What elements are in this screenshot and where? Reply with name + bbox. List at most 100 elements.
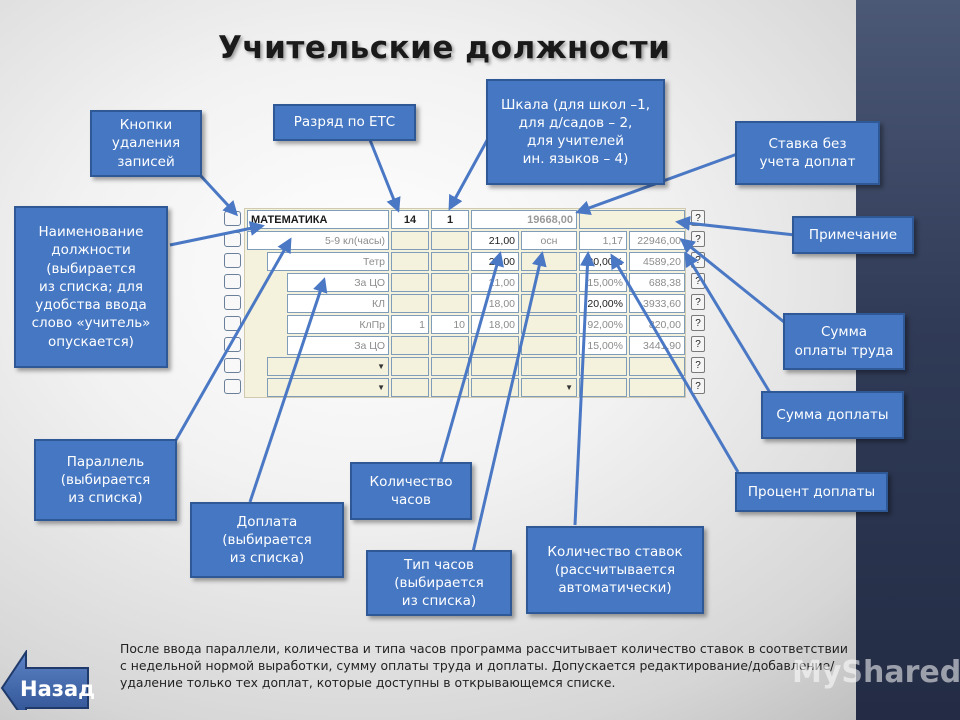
hours-field[interactable] bbox=[471, 357, 519, 376]
table-row: ▼ ▼ bbox=[245, 377, 687, 398]
col-2-field[interactable] bbox=[431, 294, 469, 313]
table-row: КЛ 18,00 20,00% 3933,60 bbox=[245, 293, 687, 314]
col-1-field[interactable]: 1 bbox=[391, 315, 429, 334]
note-button[interactable]: ? bbox=[691, 336, 705, 352]
back-button[interactable] bbox=[0, 650, 90, 710]
percent-field[interactable]: 92,00% bbox=[579, 315, 627, 334]
col-2-field[interactable] bbox=[431, 273, 469, 292]
base-salary-field[interactable]: 19668,00 bbox=[471, 210, 577, 229]
hours-field[interactable]: 21,00 bbox=[471, 273, 519, 292]
col-1-field[interactable] bbox=[391, 294, 429, 313]
percent-field[interactable]: 20,00% bbox=[579, 294, 627, 313]
ets-rank-field[interactable]: 14 bbox=[391, 210, 429, 229]
hours-type-dropdown[interactable]: ▼ bbox=[521, 378, 577, 397]
chevron-down-icon[interactable]: ▼ bbox=[377, 362, 385, 371]
percent-field[interactable] bbox=[579, 378, 627, 397]
hours-type-field[interactable] bbox=[521, 294, 577, 313]
col-2-field[interactable] bbox=[431, 357, 469, 376]
hours-field[interactable] bbox=[471, 378, 519, 397]
chevron-down-icon[interactable]: ▼ bbox=[565, 383, 573, 392]
scale-field[interactable]: 1 bbox=[431, 210, 469, 229]
table-row: ▼ bbox=[245, 356, 687, 377]
hours-type-field[interactable] bbox=[521, 315, 577, 334]
rates-field: 1,17 bbox=[579, 231, 627, 250]
col-1-field[interactable] bbox=[391, 252, 429, 271]
col-2-field[interactable] bbox=[431, 252, 469, 271]
col-2-field[interactable] bbox=[431, 378, 469, 397]
callout-bonus-type: Доплата (выбирается из списка) bbox=[190, 502, 344, 578]
note-button[interactable]: ? bbox=[691, 378, 705, 394]
col-1-field[interactable] bbox=[391, 336, 429, 355]
sum-field bbox=[629, 357, 685, 376]
col-1-field[interactable] bbox=[391, 273, 429, 292]
delete-checkbox[interactable] bbox=[224, 232, 241, 247]
hours-type-field[interactable] bbox=[521, 252, 577, 271]
bonus-name-field[interactable]: За ЦО bbox=[287, 273, 389, 292]
percent-field[interactable] bbox=[579, 357, 627, 376]
watermark-logo: MyShared bbox=[792, 655, 960, 690]
col-1-field[interactable] bbox=[391, 378, 429, 397]
bonus-name-field[interactable]: Тетр bbox=[267, 252, 389, 271]
hours-field[interactable] bbox=[471, 336, 519, 355]
table-row: За ЦО 15,00% 3441,90 bbox=[245, 335, 687, 356]
bonus-name-field[interactable]: За ЦО bbox=[287, 336, 389, 355]
new-parallel-dropdown[interactable]: ▼ bbox=[267, 378, 389, 397]
sum-field: 4589,20 bbox=[629, 252, 685, 271]
callout-bonus-percent: Процент доплаты bbox=[735, 472, 888, 512]
note-button[interactable]: ? bbox=[691, 273, 705, 289]
col-1-field[interactable] bbox=[391, 231, 429, 250]
hours-field[interactable]: 21,00 bbox=[471, 252, 519, 271]
table-row: 5-9 кл(часы) 21,00 осн 1,17 22946,00 bbox=[245, 230, 687, 251]
callout-base-rate: Ставка без учета доплат bbox=[735, 121, 880, 185]
hours-field[interactable]: 18,00 bbox=[471, 315, 519, 334]
callout-rates-count: Количество ставок (рассчитывается автома… bbox=[526, 526, 704, 614]
callout-parallel: Параллель (выбирается из списка) bbox=[34, 439, 177, 521]
col-2-field[interactable] bbox=[431, 231, 469, 250]
hours-field[interactable]: 21,00 bbox=[471, 231, 519, 250]
note-button[interactable]: ? bbox=[691, 231, 705, 247]
note-button[interactable]: ? bbox=[691, 210, 705, 226]
col-2-field[interactable]: 10 bbox=[431, 315, 469, 334]
callout-ets-rank: Разряд по ЕТС bbox=[273, 104, 416, 141]
delete-checkbox[interactable] bbox=[224, 295, 241, 310]
callout-delete-buttons: Кнопки удаления записей bbox=[90, 110, 202, 177]
bonus-name-field[interactable]: КлПр bbox=[287, 315, 389, 334]
hours-type-field[interactable] bbox=[521, 273, 577, 292]
delete-checkbox[interactable] bbox=[224, 316, 241, 331]
header-row: МАТЕМАТИКА 14 1 19668,00 bbox=[245, 209, 687, 230]
sum-field: 820,00 bbox=[629, 315, 685, 334]
hours-field[interactable]: 18,00 bbox=[471, 294, 519, 313]
callout-hours-type: Тип часов (выбирается из списка) bbox=[366, 550, 512, 616]
bonus-name-field[interactable]: 5-9 кл(часы) bbox=[247, 231, 389, 250]
table-row: За ЦО 21,00 15,00% 688,38 bbox=[245, 272, 687, 293]
col-1-field[interactable] bbox=[391, 357, 429, 376]
callout-position-name: Наименование должности (выбирается из сп… bbox=[14, 206, 168, 368]
col-2-field[interactable] bbox=[431, 336, 469, 355]
delete-checkbox[interactable] bbox=[224, 358, 241, 373]
percent-field[interactable]: 15,00% bbox=[579, 273, 627, 292]
callout-pay-sum: Сумма оплаты труда bbox=[783, 313, 905, 370]
note-button[interactable]: ? bbox=[691, 357, 705, 373]
delete-checkbox[interactable] bbox=[224, 337, 241, 352]
percent-field[interactable]: 20,00% bbox=[579, 252, 627, 271]
bonus-name-field[interactable]: КЛ bbox=[287, 294, 389, 313]
position-name-field[interactable]: МАТЕМАТИКА bbox=[247, 210, 389, 229]
delete-checkbox[interactable] bbox=[224, 253, 241, 268]
hours-type-field[interactable]: осн bbox=[521, 231, 577, 250]
page-title: Учительские должности bbox=[218, 30, 671, 66]
sum-field bbox=[629, 378, 685, 397]
delete-checkbox[interactable] bbox=[224, 274, 241, 289]
header-empty-field bbox=[579, 210, 685, 229]
delete-checkbox[interactable] bbox=[224, 379, 241, 394]
hours-type-field[interactable] bbox=[521, 357, 577, 376]
delete-checkbox[interactable] bbox=[224, 211, 241, 226]
hours-type-field[interactable] bbox=[521, 336, 577, 355]
note-button[interactable]: ? bbox=[691, 252, 705, 268]
chevron-down-icon[interactable]: ▼ bbox=[377, 383, 385, 392]
new-bonus-dropdown[interactable]: ▼ bbox=[267, 357, 389, 376]
note-button[interactable]: ? bbox=[691, 294, 705, 310]
back-button-label[interactable]: Назад bbox=[20, 677, 96, 701]
percent-field[interactable]: 15,00% bbox=[579, 336, 627, 355]
sum-field: 3933,60 bbox=[629, 294, 685, 313]
note-button[interactable]: ? bbox=[691, 315, 705, 331]
